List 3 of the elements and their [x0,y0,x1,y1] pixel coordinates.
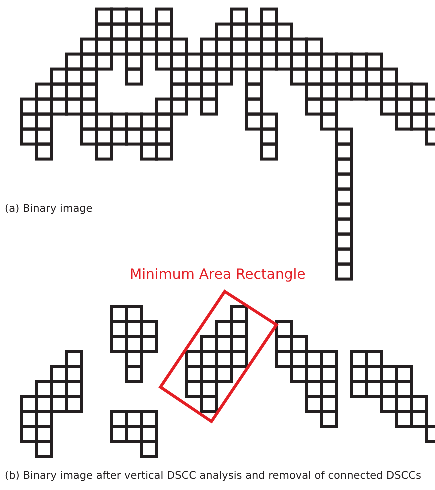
caption: (a) Binary image [5,203,93,215]
annotation-title: Minimum Area Rectangle [130,267,306,283]
caption: (b) Binary image after vertical DSCC analysis and removal of connected DSCCs [5,470,422,482]
